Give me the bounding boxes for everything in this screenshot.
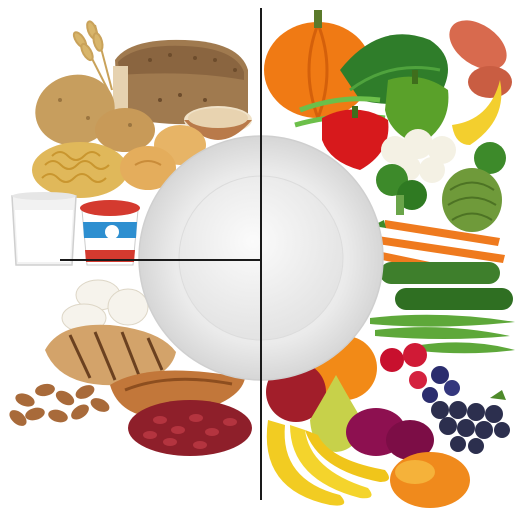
pasta-icon <box>32 142 128 198</box>
plums-icon <box>346 408 434 460</box>
milk-glass-icon <box>12 192 76 265</box>
eggs-icon <box>62 280 148 332</box>
yogurt-cup-icon <box>80 200 140 265</box>
cucumbers-icon <box>380 262 513 310</box>
snap-peas-icon <box>370 315 515 353</box>
grapes-icon <box>431 390 510 454</box>
dairy-group <box>12 192 140 265</box>
mango-icon <box>390 452 470 508</box>
artichoke-icon <box>442 168 502 232</box>
almonds-icon <box>6 382 111 429</box>
sweet-potatoes-icon <box>440 10 515 98</box>
kidney-beans-icon <box>128 400 252 456</box>
long-vegetables-group <box>370 220 515 353</box>
